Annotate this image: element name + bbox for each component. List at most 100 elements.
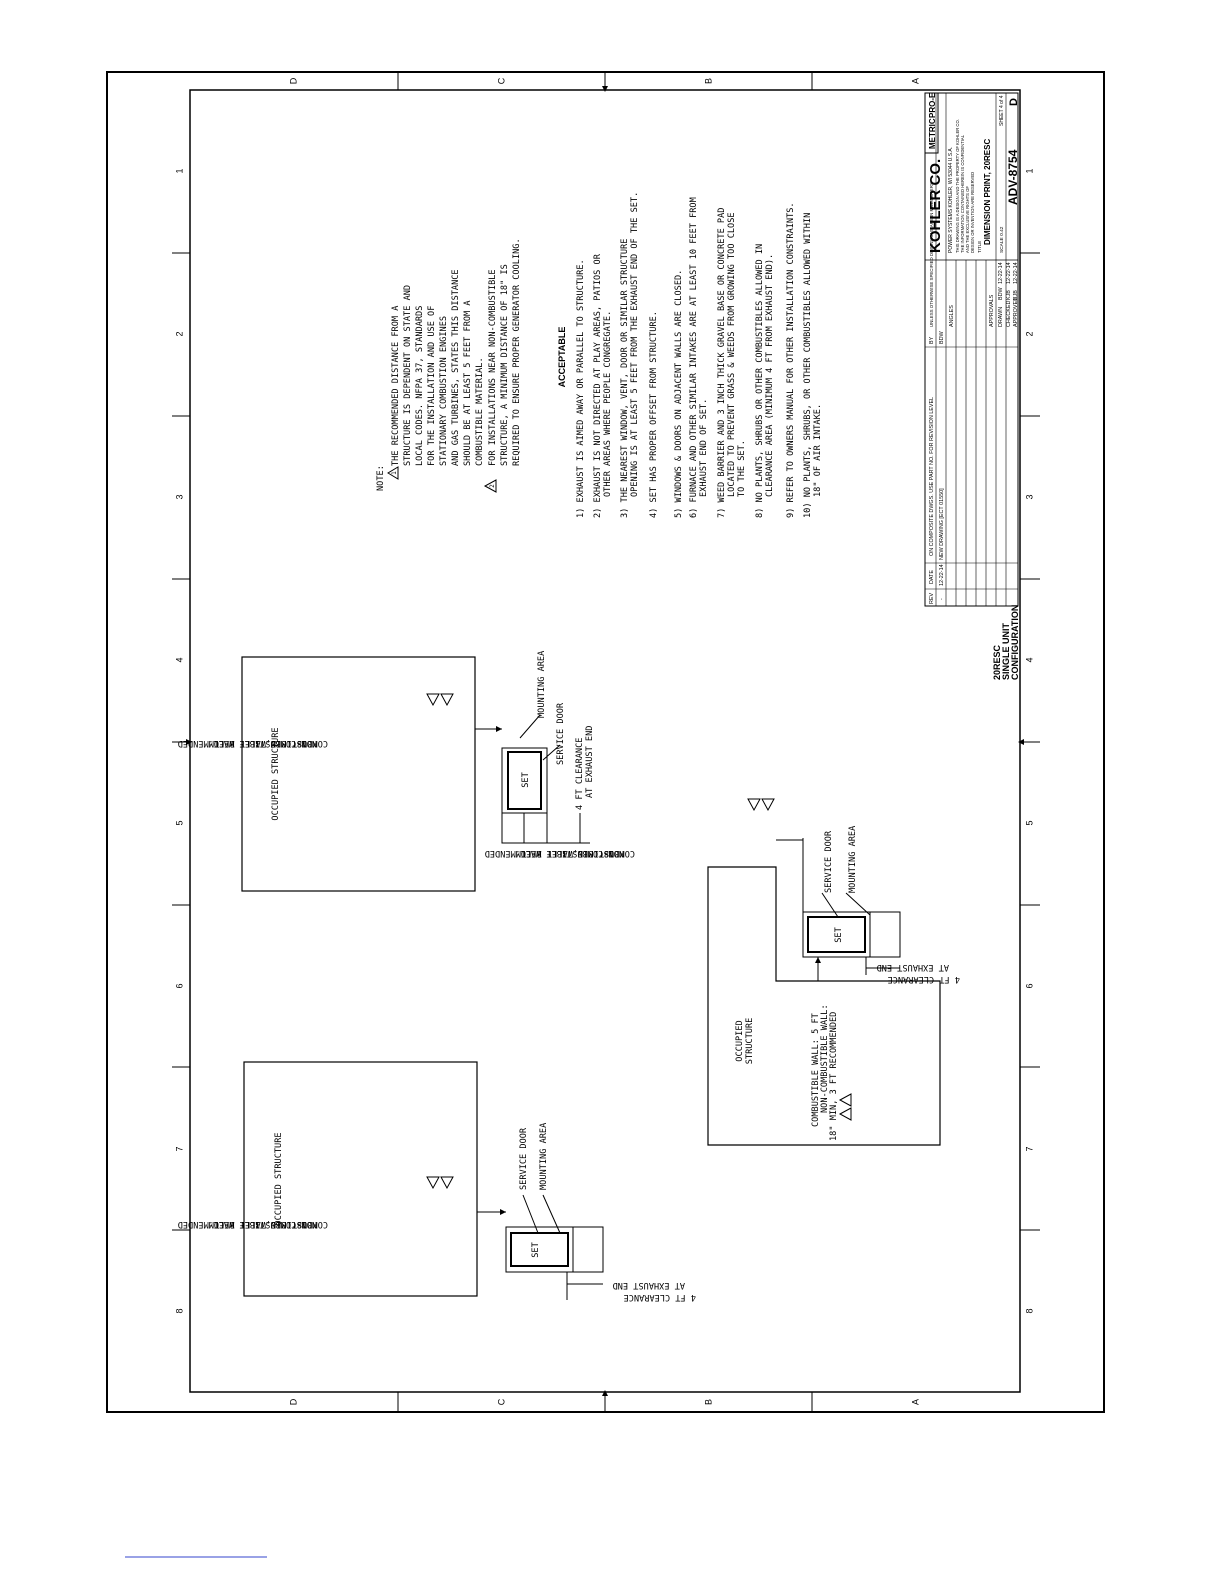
wall-dim-4-line3: 18" MIN, 3 FT RECOMMENDED xyxy=(485,848,614,858)
cad-label: PRO-E xyxy=(928,92,937,118)
layout-1: OCCUPIED STRUCTURE SET COMBUSTIBLE WALL:… xyxy=(178,650,595,892)
note-marker-1-triangle xyxy=(387,466,399,480)
wall-dim-4-line1: COMBUSTIBLE WALL: 5 FT xyxy=(521,848,635,858)
wall-dim-4-marker-2 xyxy=(747,798,761,812)
acceptable-item-7c: TO THE SET. xyxy=(737,440,747,497)
proprietary-line-4: DESIGN OR INVENTION ARE RESERVED xyxy=(970,172,975,253)
zone-bottom-d: D xyxy=(288,1398,298,1405)
note-item1-line1: THE RECOMMENDED DISTANCE FROM A xyxy=(391,305,401,466)
rev-row-desc: NEW DRAWING [ECT 01550] xyxy=(939,488,945,560)
note-heading: NOTE: xyxy=(376,465,386,491)
acceptable-item-9: 9) REFER TO OWNERS MANUAL FOR OTHER INST… xyxy=(786,202,796,518)
service-door-1-label: SERVICE DOOR xyxy=(556,702,566,765)
rev-row-rev: - xyxy=(939,598,945,600)
note-item2-line1: FOR INSTALLATIONS NEAR NON-COMBUSTIBLE xyxy=(488,269,498,466)
mounting-area-3-label: MOUNTING AREA xyxy=(848,825,858,893)
sheet-size: D xyxy=(1008,98,1020,106)
zone-right-3: 3 xyxy=(1024,494,1034,499)
note-item1-line3: LOCAL CODES. NFPA 37, STANDARDS xyxy=(415,306,425,466)
wall-dim-3-marker-2 xyxy=(838,1093,852,1107)
service-door-2-leader xyxy=(522,1194,539,1234)
note-item1-line8: COMBUSTIBLE MATERIAL. xyxy=(475,357,485,466)
approvals-label: APPROVALS xyxy=(989,294,995,327)
title-prefix: TITLE xyxy=(977,241,982,253)
zone-left-5: 5 xyxy=(174,820,184,825)
drawing-title: DIMENSION PRINT, 20RESC xyxy=(983,139,992,245)
acceptable-item-3a: 3) THE NEAREST WINDOW, VENT, DOOR OR SIM… xyxy=(620,239,630,518)
proprietary-line-3: AND THE EXCLUSIVE RIGHTS OF xyxy=(965,186,970,253)
layout-2: OCCUPIED STRUCTURE SET COMBUSTIBLE WALL:… xyxy=(178,1061,696,1302)
note-item2-line3: REQUIRED TO ENSURE PROPER GENERATOR COOL… xyxy=(512,238,522,466)
config-line-2: SINGLE UNIT xyxy=(1001,622,1011,680)
wall-dim-2-line3: 18" MIN, 3 FT RECOMMENDED xyxy=(178,1219,307,1229)
wall-dim-2-marker-1 xyxy=(440,1176,454,1190)
rev-row-by: BDW xyxy=(939,331,945,344)
wall-dim-4-marker-1 xyxy=(761,798,775,812)
zone-bottom-c: C xyxy=(496,1398,506,1405)
mounting-area-1-label: MOUNTING AREA xyxy=(537,650,547,718)
set-unit-3-label: SET xyxy=(834,927,844,943)
acceptable-item-3b: OPENING IS AT LEAST 5 FEET FROM THE EXHA… xyxy=(630,192,640,497)
zone-right-8: 8 xyxy=(1024,1308,1034,1313)
config-line-3: CONFIGURATION xyxy=(1010,605,1020,680)
occupied-structure-3-line2: STRUCTURE xyxy=(745,1018,755,1065)
note-block: NOTE: 1 THE RECOMMENDED DISTANCE FROM A … xyxy=(376,238,522,493)
drawing-number: ADV-8754 xyxy=(1006,149,1020,205)
zone-bottom-a: A xyxy=(910,1399,920,1405)
proprietary-line-1: THIS DRAWING IS A DESIGN AND THE PROPERT… xyxy=(955,119,960,253)
centering-marks xyxy=(186,86,1024,1396)
zone-labels: D C B A D C B A 1 2 3 4 5 6 7 8 1 2 3 4 … xyxy=(174,77,1034,1405)
set-unit-2-inner xyxy=(510,1232,569,1267)
mounting-area-2-label: MOUNTING AREA xyxy=(539,1122,549,1190)
wall-dim-1-marker-2 xyxy=(426,693,440,707)
rev-header-desc: ON COMPOSITE DWGS. USE PART NO. FOR REVI… xyxy=(929,397,935,556)
note-marker-1: 1 xyxy=(391,471,398,475)
occupied-structure-1-label: OCCUPIED STRUCTURE xyxy=(271,727,281,820)
units-label: UNLESS OTHERWISE SPECIFIED DIMENSIONS AR… xyxy=(929,182,934,327)
zone-top-b: B xyxy=(703,78,713,84)
company-name: KOHLER CO. xyxy=(927,159,944,253)
rev-header-rev: REV xyxy=(929,593,935,604)
wall-dim-1-line2: NON-COMBUSTIBLE WALL: xyxy=(208,738,317,748)
wall-dim-2-arrow xyxy=(500,1209,506,1215)
note-item1-line6: AND GAS TURBINES, STATES THIS DISTANCE xyxy=(451,269,461,466)
approval-checked-date: 12-22-14 xyxy=(1006,262,1012,284)
zone-top-a: A xyxy=(910,78,920,84)
zone-left-3: 3 xyxy=(174,494,184,499)
wall-dim-3-arrow xyxy=(815,957,821,963)
acceptable-title: ACCEPTABLE xyxy=(557,327,567,388)
note-item1-line4: FOR THE INSTALLATION AND USE OF xyxy=(427,306,437,466)
metric-label: METRIC xyxy=(928,118,937,149)
approval-drawn-by: BDW xyxy=(998,287,1004,300)
config-line-1: 20RESC xyxy=(992,644,1002,680)
acceptable-item-6b: EXHAUST END OF SET. xyxy=(699,399,709,497)
set-unit-2-label: SET xyxy=(531,1242,541,1258)
service-door-1-leader xyxy=(542,744,561,761)
zone-left-7: 7 xyxy=(174,1146,184,1151)
occupied-structure-1 xyxy=(241,656,476,892)
acceptable-item-8b: CLEARANCE AREA (MINIMUM 4 FT FROM EXHAUS… xyxy=(765,254,775,497)
service-door-3-label: SERVICE DOOR xyxy=(824,830,834,893)
zone-left-1: 1 xyxy=(174,168,184,173)
wall-dim-3-line2: NON-COMBUSTIBLE WALL: xyxy=(820,1004,830,1113)
zone-left-2: 2 xyxy=(174,331,184,336)
acceptable-item-2a: 2) EXHAUST IS NOT DIRECTED AT PLAY AREAS… xyxy=(593,253,603,518)
zone-right-4: 4 xyxy=(1024,657,1034,662)
layout-3: OCCUPIED STRUCTURE SET COMBUSTIBLE WALL:… xyxy=(485,798,960,1146)
wall-dim-3-line1: COMBUSTIBLE WALL: 5 FT xyxy=(811,1013,821,1127)
zone-right-1: 1 xyxy=(1024,168,1034,173)
set-unit-3-inner xyxy=(807,916,866,953)
wall-dim-1-line3: 18" MIN, 3 FT RECOMMENDED xyxy=(178,738,307,748)
zone-right-6: 6 xyxy=(1024,983,1034,988)
acceptable-item-4: 4) SET HAS PROPER OFFSET FROM STRUCTURE. xyxy=(649,311,659,518)
zone-left-6: 6 xyxy=(174,983,184,988)
set-unit-1-label: SET xyxy=(521,772,531,788)
wall-dim-1-marker-1 xyxy=(440,693,454,707)
rev-header-by: BY xyxy=(929,336,935,344)
angles-label: ANGLES xyxy=(949,305,955,327)
sheet-number: SHEET 4 of 4 xyxy=(999,95,1005,126)
approval-approved-by: KJB xyxy=(1013,290,1019,300)
set-unit-2-door xyxy=(572,1226,604,1273)
zone-right-2: 2 xyxy=(1024,331,1034,336)
